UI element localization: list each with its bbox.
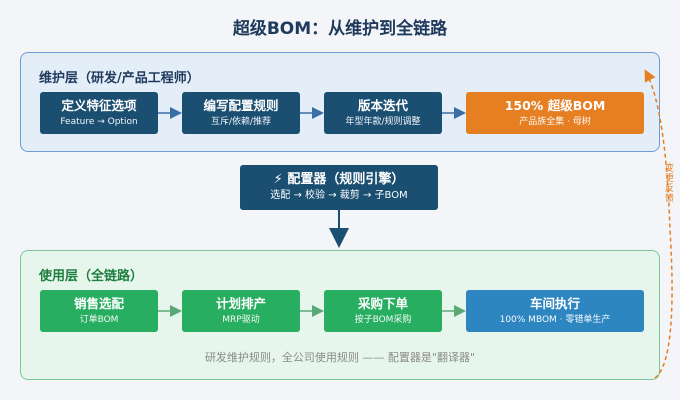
node-subtitle: 订单BOM [79, 315, 119, 325]
node-production-planning: 计划排产 MRP驱动 [182, 290, 300, 332]
node-title: 销售选配 [73, 296, 124, 311]
maintenance-layer-title: 维护层（研发/产品工程师） [39, 71, 200, 86]
node-title: 编写配置规则 [203, 98, 279, 113]
node-define-features: 定义特征选项 Feature → Option [40, 92, 158, 134]
diagram-title: 超级BOM：从维护到全链路 [232, 19, 448, 39]
node-subtitle: Feature → Option [60, 117, 138, 127]
configurator-title: ⚡ 配置器（规则引擎） [273, 172, 405, 187]
node-subtitle: 100% MBOM · 零错单生产 [499, 315, 611, 325]
node-title: 定义特征选项 [61, 98, 137, 113]
node-title: 计划排产 [215, 296, 266, 311]
node-shop-floor: 车间执行 100% MBOM · 零错单生产 [466, 290, 644, 332]
node-version-iteration: 版本迭代 年型年款/规则调整 [324, 92, 442, 134]
configurator-box: ⚡ 配置器（规则引擎） 选配 → 校验 → 裁剪 → 子BOM [240, 165, 438, 210]
node-procurement: 采购下单 按子BOM采购 [324, 290, 442, 332]
node-subtitle: 互斥/依赖/推荐 [210, 117, 272, 127]
configurator-subtitle: 选配 → 校验 → 裁剪 → 子BOM [270, 190, 408, 201]
arrow-feedback [644, 69, 673, 379]
node-super-bom: 150% 超级BOM 产品族全集 · 母树 [466, 92, 644, 134]
node-title: 150% 超级BOM [504, 98, 606, 113]
node-title: 版本迭代 [357, 98, 408, 113]
node-subtitle: 年型年款/规则调整 [345, 117, 421, 127]
node-title: 车间执行 [529, 296, 580, 311]
node-sales-config: 销售选配 订单BOM [40, 290, 158, 332]
node-title: 采购下单 [357, 296, 408, 311]
node-subtitle: MRP驱动 [222, 315, 260, 325]
node-subtitle: 产品族全集 · 母树 [519, 117, 591, 127]
node-write-rules: 编写配置规则 互斥/依赖/推荐 [182, 92, 300, 134]
usage-layer-title: 使用层（全链路） [39, 269, 144, 284]
node-subtitle: 按子BOM采购 [354, 315, 412, 325]
usage-footnote: 研发维护规则，全公司使用规则 —— 配置器是"翻译器" [204, 351, 476, 364]
